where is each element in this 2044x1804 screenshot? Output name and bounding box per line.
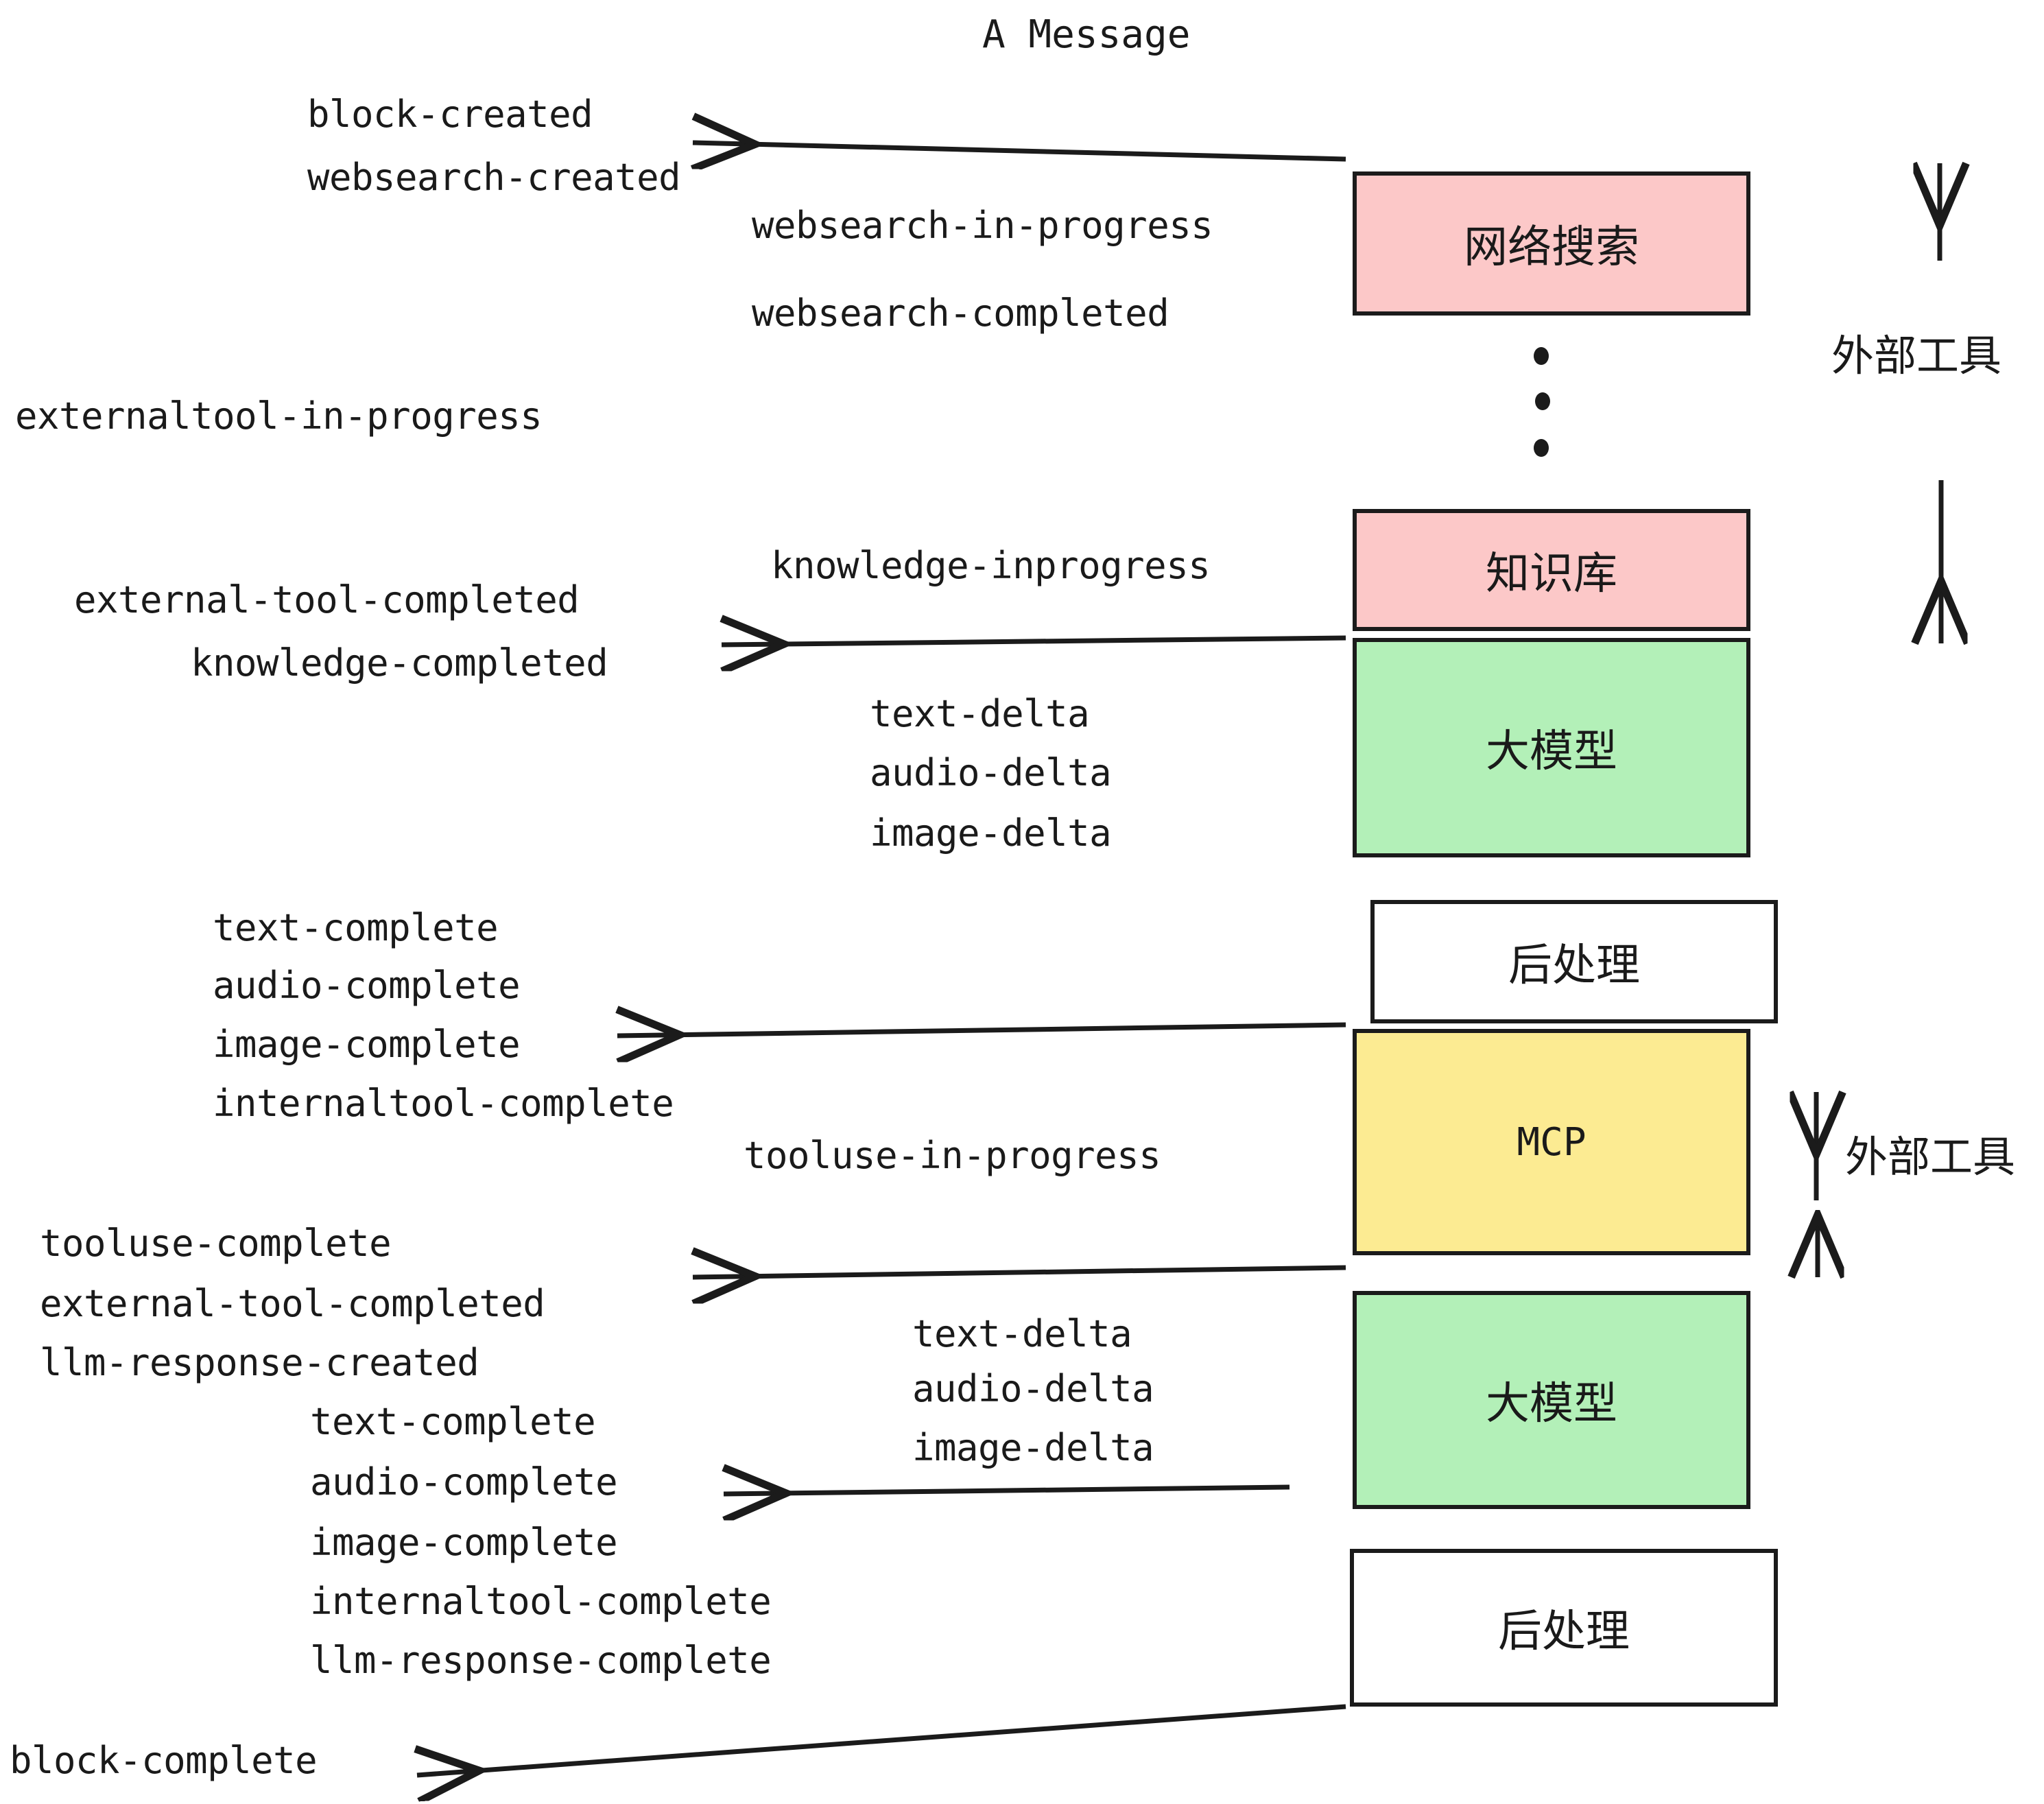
event-internaltool-complete-1: internaltool-complete <box>213 1082 674 1125</box>
event-knowledge-completed: knowledge-completed <box>191 641 608 685</box>
box-llm-1-label: 大模型 <box>1486 726 1617 777</box>
box-knowledge-base[interactable]: 知识库 <box>1353 509 1750 631</box>
page-title: A Message <box>982 12 1191 57</box>
box-mcp[interactable]: MCP <box>1353 1029 1750 1255</box>
box-postprocess-1[interactable]: 后处理 <box>1370 900 1778 1023</box>
event-audio-delta-1: audio-delta <box>870 751 1112 794</box>
box-llm-1[interactable]: 大模型 <box>1353 638 1750 857</box>
event-text-complete-1: text-complete <box>213 906 499 949</box>
event-external-tool-completed-1: external-tool-completed <box>74 578 580 621</box>
event-text-complete-2: text-complete <box>310 1400 596 1443</box>
event-text-delta-1: text-delta <box>870 692 1090 735</box>
event-image-complete-1: image-complete <box>213 1023 521 1066</box>
box-postprocess-2[interactable]: 后处理 <box>1350 1549 1778 1707</box>
box-llm-2[interactable]: 大模型 <box>1353 1291 1750 1509</box>
ellipsis-dot-2 <box>1535 392 1550 410</box>
event-websearch-in-progress: websearch-in-progress <box>752 204 1213 247</box>
arrow-llm-to-knowledge-completed <box>722 638 1346 645</box>
event-knowledge-inprogress: knowledge-inprogress <box>771 544 1211 587</box>
event-websearch-created: websearch-created <box>307 156 681 199</box>
event-block-created: block-created <box>307 93 593 136</box>
event-text-delta-2: text-delta <box>912 1312 1132 1355</box>
event-block-complete: block-complete <box>10 1739 318 1782</box>
ellipsis-dot-3 <box>1534 439 1549 457</box>
box-postprocess-2-label: 后处理 <box>1498 1606 1630 1657</box>
box-websearch[interactable]: 网络搜索 <box>1353 171 1750 316</box>
external-tool-label-1: 外部工具 <box>1831 331 2002 381</box>
event-llm-response-complete: llm-response-complete <box>310 1639 772 1682</box>
arrow-llm2-to-audio-complete <box>724 1487 1290 1494</box>
box-knowledge-base-label: 知识库 <box>1486 549 1617 600</box>
ellipsis-dot-1 <box>1534 347 1549 365</box>
event-internaltool-complete-2: internaltool-complete <box>310 1580 772 1623</box>
event-image-delta-1: image-delta <box>870 811 1112 855</box>
event-external-tool-completed-2: external-tool-completed <box>40 1282 545 1325</box>
event-audio-complete-2: audio-complete <box>310 1460 618 1504</box>
event-externaltool-in-progress: externaltool-in-progress <box>15 394 543 438</box>
event-audio-complete-1: audio-complete <box>213 964 521 1007</box>
event-image-complete-2: image-complete <box>310 1521 618 1564</box>
external-tool-label-2: 外部工具 <box>1845 1132 2016 1182</box>
event-tooluse-in-progress: tooluse-in-progress <box>744 1134 1161 1177</box>
arrow-llm2-to-tooluse-complete <box>693 1268 1346 1277</box>
box-websearch-label: 网络搜索 <box>1464 222 1639 273</box>
event-llm-response-created: llm-response-created <box>40 1341 479 1384</box>
box-llm-2-label: 大模型 <box>1486 1379 1617 1429</box>
arrow-websearch-to-created <box>693 143 1346 159</box>
event-image-delta-2: image-delta <box>912 1426 1154 1469</box>
arrow-mcp-to-image-complete <box>617 1025 1346 1036</box>
box-postprocess-1-label: 后处理 <box>1508 940 1640 991</box>
box-mcp-label: MCP <box>1517 1119 1587 1165</box>
event-audio-delta-2: audio-delta <box>912 1367 1154 1410</box>
event-tooluse-complete: tooluse-complete <box>40 1222 392 1265</box>
arrow-postprocess-to-block-complete <box>417 1704 1346 1775</box>
event-websearch-completed: websearch-completed <box>752 292 1169 335</box>
